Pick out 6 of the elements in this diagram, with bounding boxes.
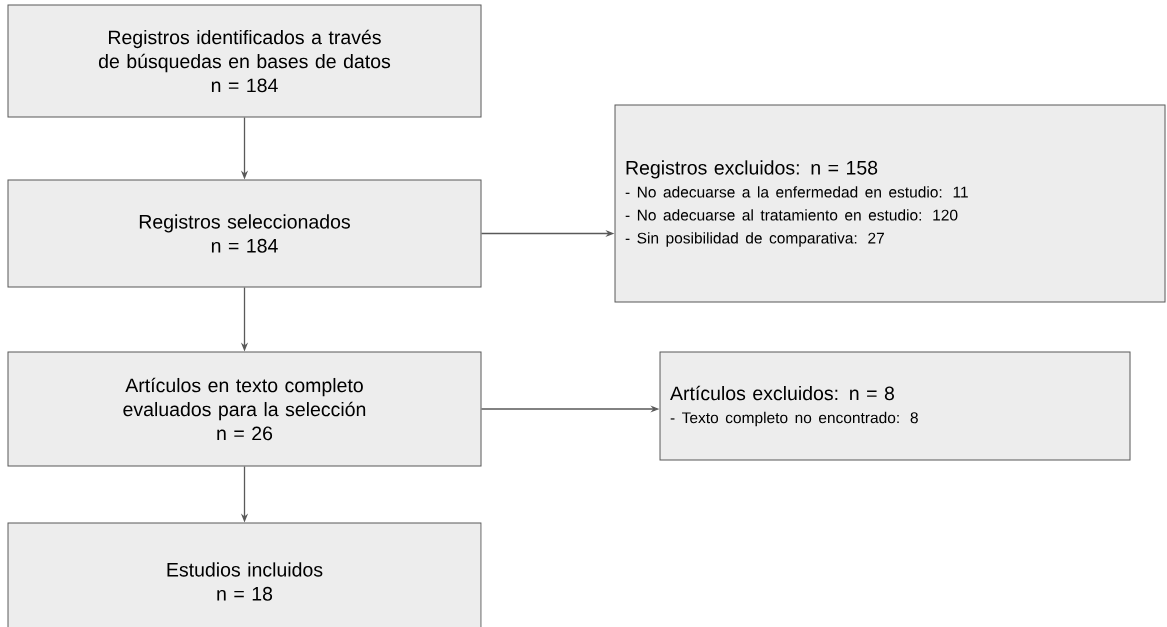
- process-box: Artículos excluidos: n = 8 - Texto completo no encontrado: 8: [659, 351, 1131, 461]
- process-box: Registros seleccionados n = 184: [7, 179, 482, 288]
- process-box: Estudios incluidos n = 18: [7, 522, 482, 627]
- process-box: Registros identificados a través de búsquedas en bases de datos n = 184: [7, 4, 482, 118]
- process-box: Registros excluidos: n = 158 - No adecuarse a la enfermedad en estudio: 11 - No adecuarse al tratamiento en estudio: 120 - Sin posibilidad de comparativa: 27: [614, 104, 1166, 303]
- process-box: Artículos en texto completo evaluados para la selección n = 26: [7, 351, 482, 467]
